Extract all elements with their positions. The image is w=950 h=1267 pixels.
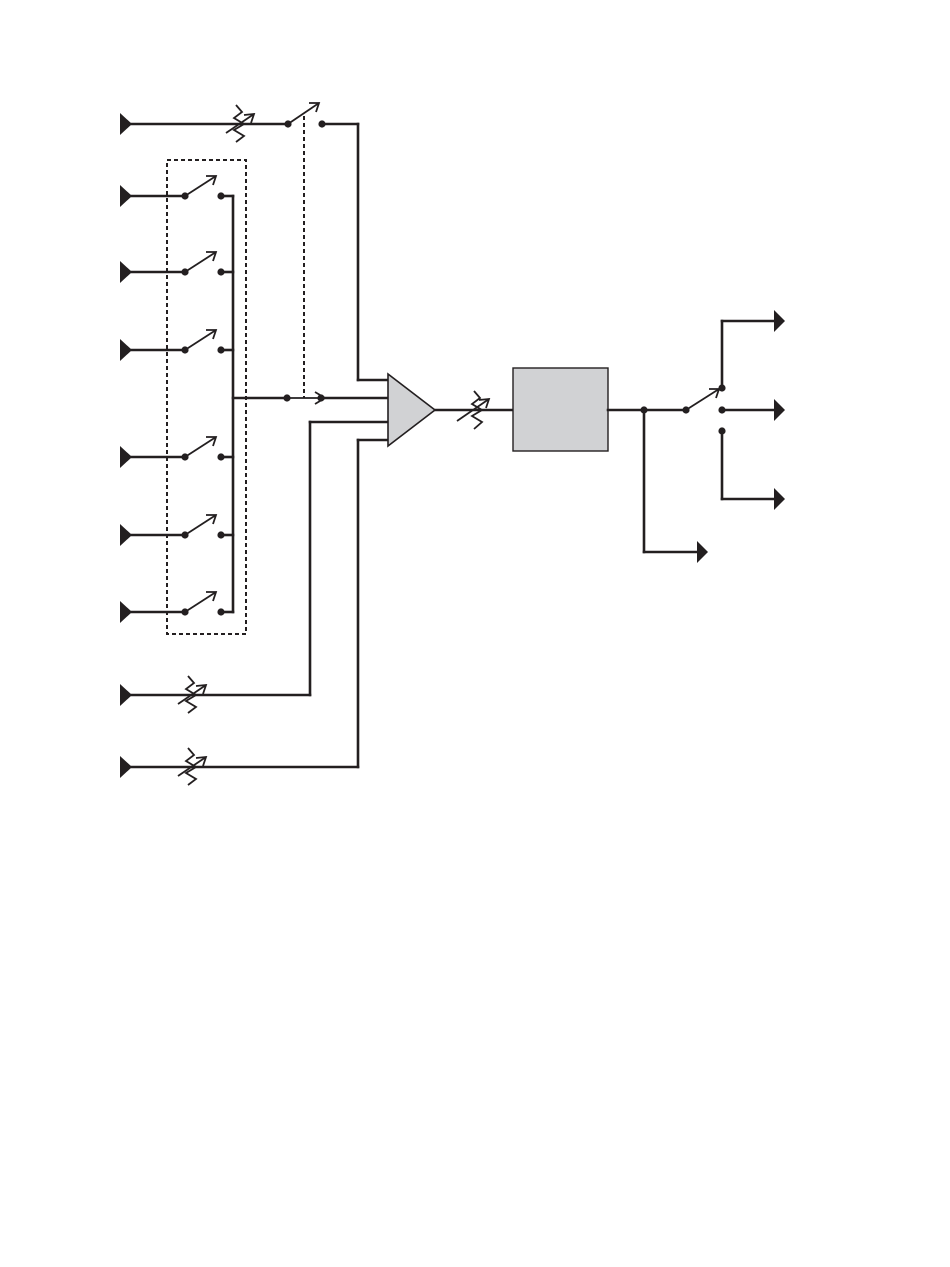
output-selector-switch-icon bbox=[682, 384, 725, 434]
bus-switch-icon bbox=[283, 392, 325, 404]
selector-output-2 bbox=[722, 399, 785, 421]
input-1-attenuated-switched bbox=[120, 103, 388, 380]
direct-output-arrow-icon bbox=[697, 541, 708, 563]
amplifier bbox=[388, 374, 435, 446]
processing-block bbox=[513, 368, 608, 451]
group-input-switch-icon bbox=[181, 437, 224, 461]
group-input-switch-icon bbox=[181, 592, 224, 616]
selector-output-3-arrow-icon bbox=[774, 488, 785, 510]
group-input-2 bbox=[120, 176, 233, 207]
group-input-switch-icon bbox=[181, 515, 224, 539]
group-input-switch-icon bbox=[181, 252, 224, 276]
group-input-7 bbox=[120, 592, 233, 623]
input-8-attenuated bbox=[120, 422, 388, 713]
group-input-4 bbox=[120, 330, 233, 361]
switched-input-group bbox=[120, 176, 233, 623]
selector-output-1-arrow-icon bbox=[774, 310, 785, 332]
group-input-3 bbox=[120, 252, 233, 283]
group-input-5 bbox=[120, 437, 233, 468]
selector-output-3 bbox=[722, 431, 785, 510]
group-input-6 bbox=[120, 515, 233, 546]
selector-output-2-arrow-icon bbox=[774, 399, 785, 421]
group-input-switch-icon bbox=[181, 330, 224, 354]
selector-output-1 bbox=[722, 310, 785, 388]
group-input-switch-icon bbox=[181, 176, 224, 200]
direct-output bbox=[644, 410, 708, 563]
